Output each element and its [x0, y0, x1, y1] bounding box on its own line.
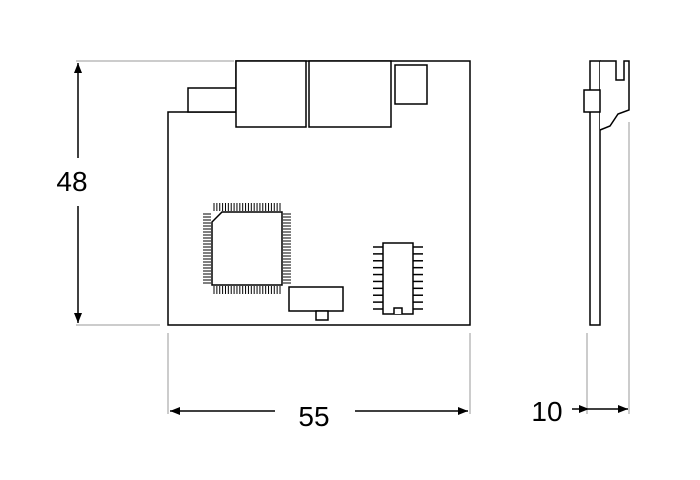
- qfp-pins: [203, 203, 291, 294]
- front-view: [167, 60, 471, 326]
- switch-tab: [315, 310, 329, 321]
- depth-dimension: 10: [531, 122, 630, 427]
- soic-pins: [373, 246, 423, 310]
- height-label: 48: [56, 166, 87, 197]
- side-view: [583, 60, 630, 326]
- soic-notch: [393, 307, 403, 314]
- connector-left: [235, 60, 307, 128]
- connector-small: [394, 64, 428, 105]
- qfp-chip-body: [211, 211, 283, 286]
- side-connector-outline: [599, 60, 630, 131]
- connector-middle: [308, 60, 392, 128]
- side-header: [583, 89, 601, 113]
- soic-chip-body: [382, 242, 414, 315]
- header-connector: [187, 87, 237, 113]
- side-pcb: [589, 60, 601, 326]
- width-label: 55: [298, 401, 329, 432]
- depth-label: 10: [531, 396, 562, 427]
- width-dimension: 55: [167, 333, 471, 432]
- switch-component: [288, 286, 344, 312]
- height-dimension: 48: [56, 60, 234, 326]
